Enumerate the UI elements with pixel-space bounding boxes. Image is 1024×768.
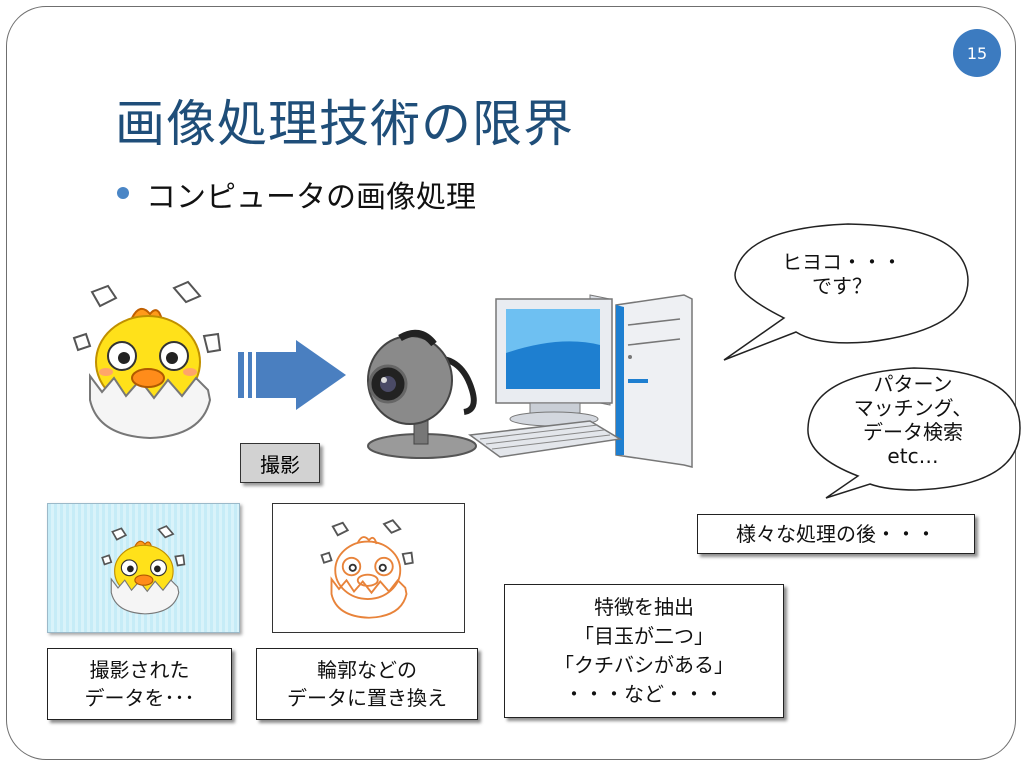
outline-data-box: 輪郭などの データに置き換え bbox=[256, 648, 478, 720]
webcam-icon bbox=[367, 329, 477, 459]
chick-outline-icon bbox=[320, 519, 414, 619]
outline-image-thumbnail bbox=[272, 503, 465, 633]
after-processing-box: 様々な処理の後・・・ bbox=[697, 514, 975, 554]
captured-data-box: 撮影された データを･･･ bbox=[47, 648, 232, 720]
feature-extraction-box: 特徴を抽出 「目玉が二つ」 「クチバシがある」 ・・・など・・・ bbox=[504, 584, 784, 718]
captured-image-thumbnail bbox=[47, 503, 240, 633]
capture-label: 撮影 bbox=[240, 443, 320, 483]
chick-icon bbox=[101, 525, 186, 615]
speech-bubble-hiyoko-text: ヒヨコ・・・ です？ bbox=[782, 250, 902, 298]
page-title: 画像処理技術の限界 bbox=[115, 95, 574, 153]
page-number: 15 bbox=[953, 29, 1001, 77]
bullet-dot-icon bbox=[117, 187, 129, 199]
arrow-right-icon bbox=[238, 340, 346, 410]
speech-bubble-hiyoko bbox=[723, 223, 969, 361]
bullet-text: コンピュータの画像処理 bbox=[146, 180, 476, 215]
speech-bubble-matching bbox=[807, 367, 1021, 499]
chick-icon bbox=[72, 280, 222, 440]
speech-bubble-matching-text: パターン マッチング、 データ検索 etc… bbox=[853, 372, 973, 468]
desktop-computer-icon bbox=[468, 294, 693, 468]
